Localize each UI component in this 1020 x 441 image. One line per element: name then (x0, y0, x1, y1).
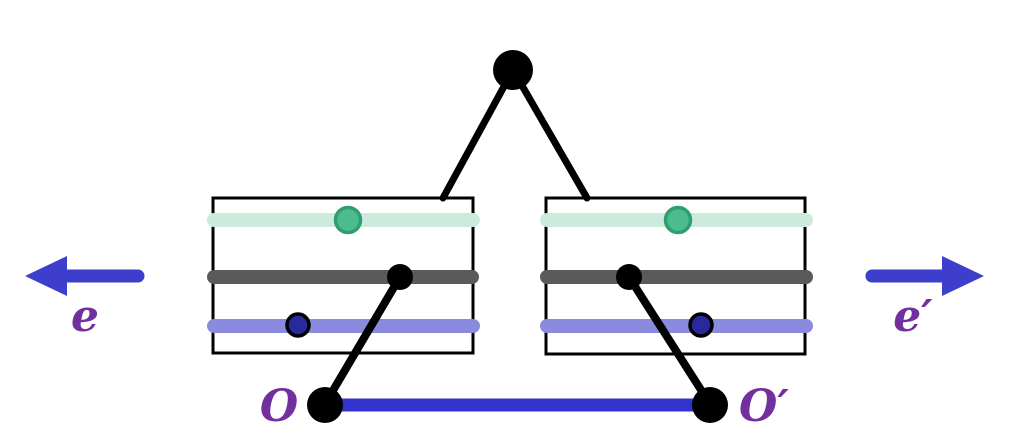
apex-edge-right (509, 66, 591, 202)
label-origin-o: O (260, 381, 298, 432)
left-arrow-head (25, 256, 67, 296)
label-e: e (71, 291, 99, 342)
right-arrow-head (942, 256, 984, 296)
label-origin-o-prime: O′ (739, 381, 789, 432)
left-arrow-icon (25, 256, 145, 296)
apex-node (493, 50, 533, 90)
right-black-marker (616, 264, 642, 290)
right-arrow-icon (865, 256, 984, 296)
right-green-marker (663, 205, 693, 235)
left-green-marker (333, 205, 363, 235)
left-navy-marker (285, 312, 311, 338)
left-leg-edge (321, 273, 404, 408)
left-black-marker (387, 264, 413, 290)
right-navy-marker (688, 312, 714, 338)
origin-node-left (307, 387, 343, 423)
label-e-prime: e′ (893, 291, 933, 342)
right-leg-edge (625, 273, 714, 408)
origin-node-right (692, 387, 728, 423)
apex-edge-left (439, 66, 517, 202)
